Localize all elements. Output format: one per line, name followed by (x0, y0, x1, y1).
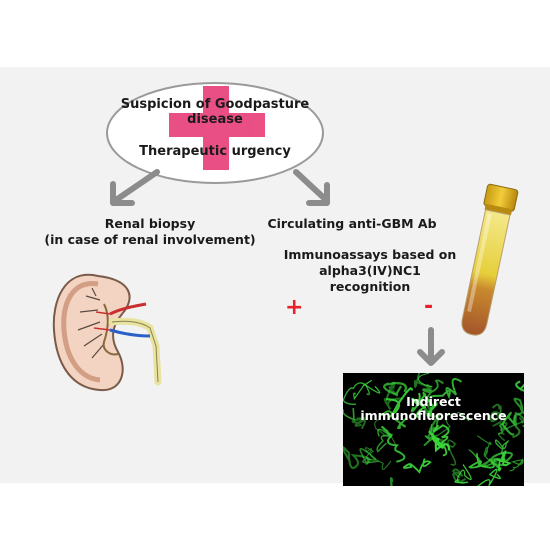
suspicion-title-line1: Suspicion of Goodpasture (120, 97, 310, 112)
fluorescence-strand (509, 458, 524, 472)
fluorescence-strand (343, 382, 370, 405)
suspicion-title-line2: disease (187, 112, 243, 127)
fluorescence-strand (383, 381, 403, 410)
fluorescence-strand (353, 379, 381, 401)
fluorescence-strand (381, 426, 406, 463)
positive-sign: + (285, 295, 304, 320)
fluorescence-strand (411, 392, 427, 419)
immunoassay-label-line1: Immunoassays based on (283, 247, 457, 262)
fluorescence-strand (383, 382, 408, 397)
fluorescence-strand (430, 411, 470, 440)
arrow-to-biopsy (110, 169, 160, 206)
fluorescence-strand (454, 464, 472, 484)
arrow-to-immunofluorescence (417, 327, 445, 366)
fluorescence-strand (500, 411, 517, 436)
fluorescence-strand (386, 387, 413, 419)
immunoassay-label-line3: recognition (329, 279, 411, 294)
kidney-illustration (52, 273, 162, 392)
medical-cross-icon (169, 86, 265, 170)
fluorescence-strand (429, 378, 463, 400)
fluorescence-strand (351, 417, 367, 430)
fluorescence-strand (428, 430, 451, 453)
fluorescence-strand (359, 448, 379, 464)
fluorescence-strand (496, 450, 512, 472)
fluorescence-strand (343, 407, 355, 421)
fluorescence-strand (402, 458, 432, 474)
immunofluorescence-label-line2: immunofluorescence (360, 408, 507, 424)
fluorescence-strand (490, 451, 513, 469)
immunoassay-label-line2: alpha3(IV)NC1 (319, 263, 421, 278)
arrow-to-antibody (293, 169, 330, 206)
fluorescence-strand (512, 413, 524, 439)
fluorescence-strand (380, 410, 408, 430)
fluorescence-strand (452, 468, 467, 483)
renal-biopsy-label: Renal biopsy (104, 216, 196, 231)
fluorescence-strand (432, 424, 450, 457)
fluorescence-strand (515, 380, 524, 392)
fluorescence-strand (438, 438, 457, 466)
fluorescence-strand (513, 397, 524, 416)
fluorescence-strand (374, 419, 397, 447)
fluorescence-strands (343, 373, 524, 486)
fluorescence-strand (413, 373, 432, 391)
circulating-antibody-label: Circulating anti-GBM Ab (267, 216, 437, 231)
fluorescence-strand (476, 435, 498, 466)
immunofluorescence-label-line1: Indirect (406, 394, 461, 409)
blood-tube-illustration (461, 183, 519, 336)
fluorescence-strand (423, 398, 438, 417)
fluorescence-strand (390, 477, 394, 486)
fluorescence-strand (343, 446, 371, 469)
fluorescence-strand (376, 428, 392, 453)
therapeutic-urgency-label: Therapeutic urgency (139, 144, 291, 159)
immunofluorescence-image: Indirect immunofluorescence (343, 373, 524, 486)
negative-sign: - (424, 294, 434, 319)
fluorescence-strand (477, 468, 501, 486)
fluorescence-strand (495, 439, 510, 455)
renal-involvement-note: (in case of renal involvement) (44, 232, 256, 247)
fluorescence-strand (468, 452, 495, 469)
fluorescence-strand (365, 447, 392, 470)
fluorescence-strand (489, 403, 505, 423)
fluorescence-strand (497, 417, 523, 435)
